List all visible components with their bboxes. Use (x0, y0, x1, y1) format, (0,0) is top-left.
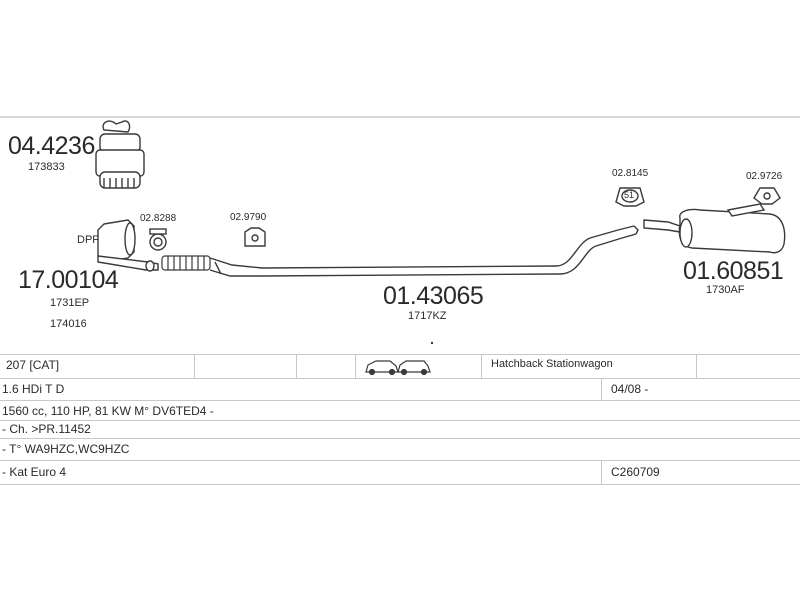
clamp-drawing (149, 228, 167, 251)
model-cell: 207 [CAT] (6, 358, 60, 372)
rear-muffler-drawing (643, 203, 786, 254)
ref-cell: C260709 (611, 465, 660, 479)
mount-part-number-3: 02.9726 (746, 171, 783, 182)
middle-pipe-drawing (209, 225, 639, 277)
table-rule (0, 460, 800, 461)
table-rule (0, 378, 800, 379)
cat-part-number: 04.4236 (8, 132, 95, 160)
table-rule (0, 354, 800, 355)
car-hatchback-icon (365, 360, 399, 376)
table-col-rule (601, 378, 602, 400)
mount-part-number-2: 02.8145 (612, 168, 649, 179)
clamp-part-number: 02.8288 (140, 213, 177, 224)
muffler-ref-number: 1730AF (706, 284, 745, 296)
body-type-cell: Hatchback Stationwagon (491, 358, 613, 370)
pipe-ref-number: 1717KZ (408, 310, 447, 322)
marker-dot (430, 341, 434, 345)
dpf-part-number: 17.00104 (18, 266, 119, 294)
table-col-rule (194, 354, 195, 378)
emission-cell: - Kat Euro 4 (2, 465, 67, 479)
chassis-cell: - Ch. >PR.11452 (2, 422, 91, 436)
pipe-part-number: 01.43065 (383, 282, 484, 310)
rubber-mount-drawing (244, 227, 266, 247)
date-cell: 04/08 - (611, 382, 649, 396)
car-stationwagon-icon (397, 360, 431, 376)
table-rule (0, 400, 800, 401)
mount-part-number-1: 02.9790 (230, 212, 267, 223)
mount-51-drawing (615, 187, 645, 207)
cat-ref-number: 173833 (28, 161, 65, 173)
dpf-ref-number-1: 1731EP (50, 297, 90, 309)
dpf-label: DPF (77, 234, 99, 246)
dpf-ref-number-2: 174016 (50, 318, 87, 330)
table-col-rule (601, 460, 602, 484)
table-col-rule (355, 354, 356, 378)
table-rule (0, 420, 800, 421)
table-rule (0, 438, 800, 439)
table-rule (0, 484, 800, 485)
table-col-rule (696, 354, 697, 378)
engine-cell: 1.6 HDi T D (2, 382, 65, 396)
flex-pipe-drawing (161, 255, 211, 271)
dpf-drawing (97, 219, 159, 272)
type-codes-cell: - T° WA9HZC,WC9HZC (2, 442, 130, 456)
mount-badge-number: 51 (624, 190, 635, 200)
mount-right-drawing (753, 187, 781, 205)
table-col-rule (481, 354, 482, 378)
table-col-rule (296, 354, 297, 378)
specs-cell: 1560 cc, 110 HP, 81 KW M° DV6TED4 - (2, 404, 214, 418)
catalytic-converter-drawing (95, 120, 145, 189)
muffler-part-number: 01.60851 (683, 257, 784, 285)
